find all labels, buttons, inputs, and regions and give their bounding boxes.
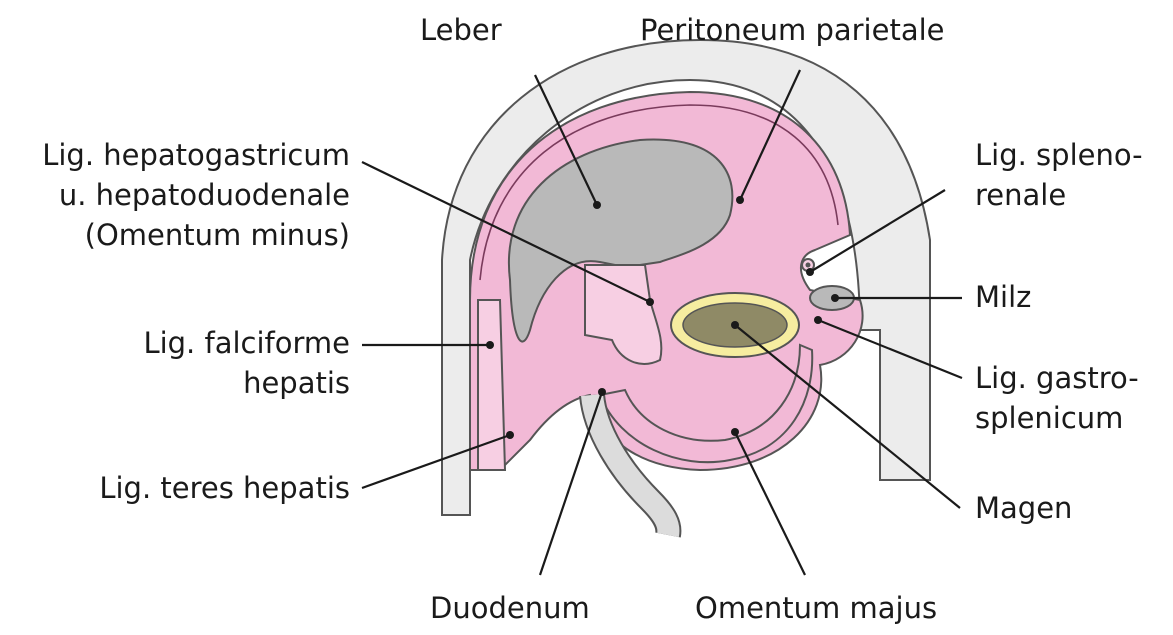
label-duodenum: Duodenum [430, 591, 590, 625]
pointer-dot-magen [731, 321, 739, 329]
pointer-dot-falciforme [486, 341, 494, 349]
label-peritoneum-parietale: Peritoneum parietale [640, 13, 945, 47]
label-lig-gastrosplenicum-2: splenicum [975, 401, 1123, 435]
pointer-dot-gastrosplenicum [814, 316, 822, 324]
label-lig-gastrosplenicum-1: Lig. gastro- [975, 361, 1139, 395]
pointer-dot-milz [831, 294, 839, 302]
pointer-dot-peritoneum [736, 196, 744, 204]
label-lig-hepatogastricum-3: (Omentum minus) [85, 218, 350, 252]
label-lig-hepatogastricum-2: u. hepatoduodenale [59, 178, 350, 212]
label-lig-splenorenale-1: Lig. spleno- [975, 138, 1143, 172]
label-lig-teres: Lig. teres hepatis [99, 471, 350, 505]
pointer-dot-duodenum [598, 388, 606, 396]
pointer-dot-splenorenale [806, 268, 814, 276]
pointer-duodenum [540, 392, 602, 575]
label-lig-splenorenale-2: renale [975, 178, 1066, 212]
label-omentum-majus: Omentum majus [695, 591, 937, 625]
pointer-dot-omentum-minus [646, 298, 654, 306]
pointer-dot-leber [593, 201, 601, 209]
label-leber: Leber [420, 13, 502, 47]
label-lig-hepatogastricum-1: Lig. hepatogastricum [42, 138, 350, 172]
label-magen: Magen [975, 491, 1072, 525]
pointer-dot-omentum-majus [731, 428, 739, 436]
pointer-dot-teres [506, 431, 514, 439]
label-lig-falciforme-1: Lig. falciforme [143, 326, 350, 360]
label-milz: Milz [975, 280, 1031, 314]
label-lig-falciforme-2: hepatis [243, 366, 350, 400]
